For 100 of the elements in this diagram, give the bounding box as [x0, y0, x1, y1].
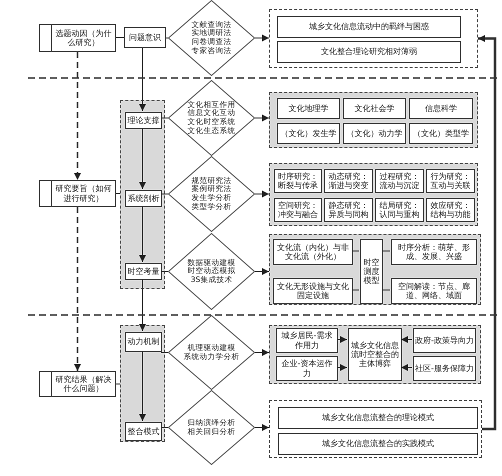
- shaded-group-frame: [269, 92, 478, 148]
- arrow: [254, 114, 270, 122]
- connector-line: [352, 250, 360, 252]
- content-box: [375, 198, 424, 222]
- content-box: [413, 328, 476, 353]
- shaded-group-frame: [269, 163, 478, 226]
- content-box: [375, 169, 424, 193]
- arrow: [400, 364, 412, 371]
- dashed-group-frame: [269, 9, 478, 68]
- box-label: 整合模式: [128, 426, 160, 436]
- content-box: [324, 169, 373, 193]
- box-label: 政府-政策导向力: [415, 336, 474, 346]
- stage-box: [39, 180, 116, 207]
- shaded-group-frame: [269, 234, 481, 305]
- content-box: [278, 433, 478, 455]
- box-label: 动力机制: [128, 337, 160, 347]
- box-label: 问题意识: [129, 32, 161, 42]
- box-label: 研究结果（解决什么问题）: [54, 374, 112, 394]
- arrow: [478, 35, 496, 430]
- content-box: [277, 16, 461, 38]
- arrow: [254, 190, 270, 198]
- content-box: [409, 98, 473, 119]
- box-label: 文化无形设施与文化固定设施: [276, 282, 350, 300]
- box-label: 文化流（内化）与非文化流（外化）: [276, 242, 350, 262]
- content-box: [343, 123, 406, 144]
- box-label: 城乡居民-需求作用力: [280, 331, 334, 350]
- box-label: 空间研究：冲突与融合: [277, 200, 319, 220]
- arrow: [254, 34, 270, 42]
- content-box: [426, 198, 475, 222]
- connector-line: [160, 427, 168, 428]
- box-label: 空间解读：节点、廊道、网络、域面: [397, 282, 471, 300]
- box-label: 社区-服务保障力: [415, 364, 474, 374]
- box-label: 动态研究：渐进与突变: [328, 172, 370, 190]
- content-box: [360, 239, 383, 304]
- box-label: 信息科学: [425, 104, 457, 114]
- step-box: [125, 190, 162, 207]
- connector-line: [160, 352, 168, 353]
- step-box: [125, 422, 162, 441]
- box-label: 结局研究：认同与重构: [378, 200, 420, 220]
- box-label: 文化社会学: [354, 104, 394, 114]
- box-label: 效应研究：结构与功能: [430, 200, 472, 220]
- content-box: [409, 123, 473, 144]
- box-label: （文化）动力学: [346, 128, 402, 138]
- box-label: 过程研究：流动与沉淀: [378, 172, 420, 190]
- connector-line: [116, 37, 124, 38]
- box-label: 时空测度模型: [362, 258, 380, 286]
- shaded-group-frame: [269, 325, 481, 384]
- box-label: 静态研究：异质与同构: [328, 200, 370, 220]
- box-label: 文化整合理论研究相对薄弱: [321, 47, 417, 57]
- box-label: （文化）类型学: [413, 128, 469, 138]
- content-box: [391, 278, 477, 304]
- box-label: 城乡文化信息流动中的羁绊与困惑: [309, 22, 429, 32]
- content-box: [324, 198, 373, 222]
- connector-line: [382, 250, 390, 252]
- step-box: [125, 332, 162, 352]
- box-label: 城乡文化信息流整合的理论模式: [322, 413, 434, 423]
- box-label: 行为研究：互动与关联: [430, 172, 472, 190]
- content-box: [278, 407, 478, 429]
- arrow: [336, 364, 348, 371]
- content-box: [348, 328, 402, 381]
- connector-line: [116, 193, 120, 194]
- box-label: 时序研究：断裂与传承: [277, 172, 319, 190]
- arrow: [139, 350, 146, 422]
- box-label: 时空考量: [128, 266, 160, 276]
- box-label: 研究要旨（如何进行研究）: [54, 184, 112, 203]
- box-label: 城乡文化信息流整合的实践模式: [322, 439, 434, 449]
- shaded-group-frame: [120, 325, 165, 442]
- content-box: [277, 98, 340, 119]
- shaded-group-frame: [120, 100, 165, 289]
- box-label: 理论支撑: [128, 116, 160, 126]
- box-label: 城乡文化信息流时空整合的主体博弈: [350, 340, 400, 368]
- content-box: [391, 239, 477, 265]
- arrow: [74, 52, 81, 180]
- step-box: [125, 263, 162, 280]
- box-label: （文化）发生学: [280, 128, 336, 138]
- arrow: [336, 336, 348, 343]
- arrow: [400, 336, 412, 343]
- content-box: [276, 356, 338, 381]
- arrow: [139, 278, 146, 332]
- box-label: 文化地理学: [288, 104, 328, 114]
- arrow: [74, 207, 81, 371]
- step-box: [124, 27, 166, 48]
- arrow: [139, 48, 146, 112]
- content-box: [413, 356, 476, 381]
- connector-line: [160, 271, 168, 272]
- stage-box: [39, 24, 116, 52]
- arrow: [254, 424, 270, 431]
- arrow: [254, 349, 270, 356]
- stage-box: [39, 371, 116, 397]
- arrow: [254, 268, 270, 275]
- content-box: [426, 169, 475, 193]
- content-box: [343, 98, 406, 119]
- box-label: 选题动因（为什么研究）: [54, 28, 112, 48]
- arrow: [139, 206, 146, 262]
- box-label: 企业-资本运作力: [280, 359, 334, 378]
- content-box: [276, 328, 338, 353]
- box-label: 系统剖析: [128, 194, 160, 204]
- content-box: [277, 123, 340, 144]
- arrow: [139, 128, 146, 190]
- step-box: [125, 112, 162, 129]
